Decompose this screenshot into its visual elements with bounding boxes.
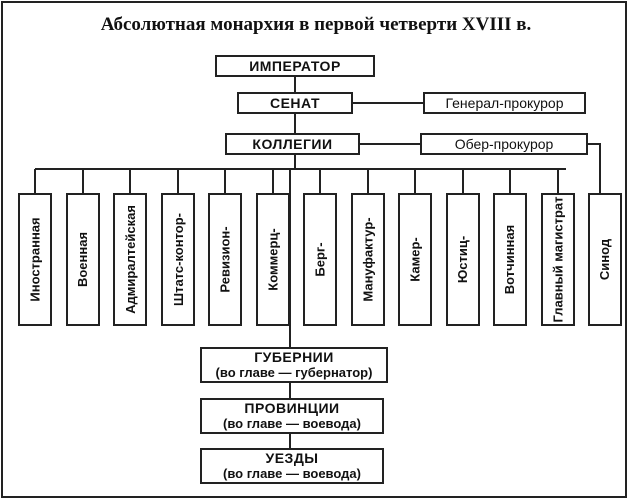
collegium-column: Мануфактур-	[351, 193, 385, 326]
collegium-column: Главный магистрат	[541, 193, 575, 326]
column-drop-lines	[34, 169, 559, 193]
collegium-label: Военная	[75, 231, 91, 288]
uezds-title: УЕЗДЫ	[265, 450, 319, 466]
senate-label: СЕНАТ	[269, 95, 321, 111]
ober-prosecutor-box: Обер-прокурор	[420, 133, 588, 155]
provinces-box: ПРОВИНЦИИ (во главе — воевода)	[200, 398, 384, 434]
diagram-frame	[1, 1, 627, 498]
collegium-column: Вотчинная	[493, 193, 527, 326]
provinces-subtitle: (во главе — воевода)	[223, 416, 361, 431]
collegium-label: Камер-	[407, 237, 423, 282]
collegium-column: Синод	[588, 193, 622, 326]
governorates-subtitle: (во главе — губернатор)	[215, 365, 373, 380]
governorates-title: ГУБЕРНИИ	[254, 349, 334, 365]
collegium-column: Коммерц-	[256, 193, 290, 326]
provinces-title: ПРОВИНЦИИ	[244, 400, 340, 416]
collegium-label: Иностранная	[27, 217, 43, 302]
uezds-subtitle: (во главе — воевода)	[223, 466, 361, 481]
ober-prosecutor-label: Обер-прокурор	[454, 136, 554, 152]
collegium-column: Камер-	[398, 193, 432, 326]
collegia-label: КОЛЛЕГИИ	[252, 136, 333, 152]
collegium-label: Штатс-контор-	[170, 213, 186, 306]
collegium-label: Адмиралтейская	[122, 205, 138, 314]
governorates-box: ГУБЕРНИИ (во главе — губернатор)	[200, 347, 388, 383]
diagram-title: Абсолютная монархия в первой четверти XV…	[100, 14, 532, 35]
collegium-column: Юстиц-	[446, 193, 480, 326]
collegia-box: КОЛЛЕГИИ	[225, 133, 360, 155]
prosecutor-general-box: Генерал-прокурор	[423, 92, 586, 114]
collegium-label: Ревизион-	[217, 226, 233, 293]
collegium-label: Синод	[597, 238, 613, 281]
collegium-label: Главный магистрат	[550, 196, 566, 323]
collegium-column: Адмиралтейская	[113, 193, 147, 326]
prosecutor-general-label: Генерал-прокурор	[445, 95, 564, 111]
emperor-label: ИМПЕРАТОР	[249, 58, 341, 74]
collegium-label: Вотчинная	[502, 224, 518, 295]
collegium-column: Штатс-контор-	[161, 193, 195, 326]
collegium-column: Ревизион-	[208, 193, 242, 326]
collegium-label: Юстиц-	[455, 235, 471, 284]
line-ober-synod	[588, 143, 601, 193]
senate-box: СЕНАТ	[237, 92, 353, 114]
collegium-column: Берг-	[303, 193, 337, 326]
collegium-label: Коммерц-	[265, 228, 281, 291]
emperor-box: ИМПЕРАТОР	[215, 55, 375, 77]
uezds-box: УЕЗДЫ (во главе — воевода)	[200, 448, 384, 484]
collegium-label: Мануфактур-	[360, 217, 376, 302]
collegium-column: Иностранная	[18, 193, 52, 326]
collegium-column: Военная	[66, 193, 100, 326]
collegium-label: Берг-	[312, 242, 328, 277]
